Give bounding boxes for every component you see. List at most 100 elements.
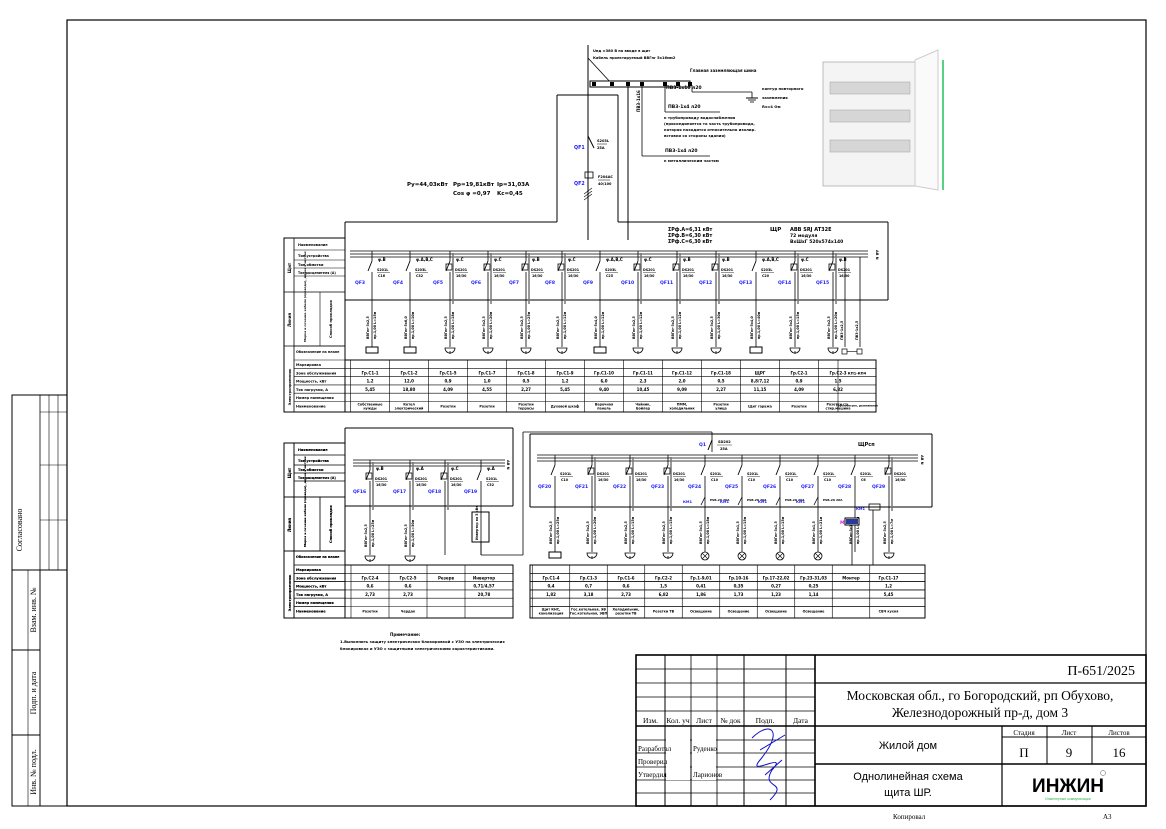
breaker-contact (790, 260, 796, 272)
panel-dims: ВхШхГ 520х574х140 (790, 239, 843, 245)
circuit-qf28[interactable] (850, 455, 856, 552)
circuit-qf5[interactable] (444, 251, 456, 354)
inverter-label: Инвертор на 5 кВт (475, 506, 479, 540)
phase-label: φ.A (487, 466, 496, 471)
registered-icon (1100, 770, 1106, 776)
circuit-qf24[interactable] (700, 455, 710, 561)
current-cell: 9,09 (677, 387, 687, 392)
breaker-id: QF9 (583, 280, 593, 286)
circuit-qf26[interactable] (775, 455, 785, 561)
circuit-qf16[interactable] (364, 460, 376, 562)
zone-cell: Гр.1-9,01 (690, 575, 711, 580)
breaker-id: QF5 (433, 280, 443, 286)
circuit-qf13[interactable] (749, 251, 763, 354)
power-cell: 0,9 (444, 379, 451, 384)
breaker-contact (550, 464, 556, 476)
row-label: Наименование (298, 448, 328, 452)
circuit-qf15[interactable] (827, 251, 839, 354)
cable-mark: ВВГнг-3х2,5 (556, 316, 560, 339)
breaker-id: QF12 (699, 280, 712, 286)
phase-label: φ.B (378, 257, 386, 262)
name-cell-line: Щит КНС, (542, 608, 561, 612)
circuit-qf17[interactable] (404, 460, 416, 562)
circuit-qf27[interactable] (813, 455, 823, 561)
breaker-spec: 16/30 (416, 483, 427, 487)
pe2-label: ПВ3-1х4 л20 (668, 104, 700, 110)
breaker-contact (663, 464, 669, 476)
circuit-qf4[interactable] (403, 251, 417, 354)
circuit-qf29[interactable] (883, 455, 895, 559)
power-cell: 0,6 (622, 584, 629, 589)
name-cell: Духовой шкаф (551, 405, 580, 409)
bus-label: АВ N (920, 455, 924, 465)
circuit-qf7[interactable] (520, 251, 532, 354)
zone-cell: Гр.С1-6 (617, 575, 634, 580)
row-label: Ток расцепителя (А) (298, 476, 336, 480)
current-cell: 4,09 (443, 387, 453, 392)
breaker-contact (476, 469, 482, 481)
breaker-id: QF28 (838, 484, 851, 490)
col-header: № док (720, 716, 741, 725)
breaker-spec: 16/30 (598, 478, 609, 482)
circuit-qf22[interactable] (624, 455, 636, 559)
phase-label: φ.C (494, 257, 502, 262)
power-cell: 0,35 (734, 584, 744, 589)
ground-note: Rз=4 Ом (762, 104, 781, 109)
power-cell: 0,71/4,57 (473, 584, 494, 589)
total-pp: Pp=19,81кВт (453, 182, 495, 188)
circuit-qf21[interactable] (586, 455, 598, 559)
breaker-spec: DS201 (493, 268, 506, 272)
circuit-qf11[interactable] (671, 251, 683, 354)
circuit-qf8[interactable] (556, 251, 568, 354)
role-row-mask (666, 727, 690, 780)
col-header: Подп. (756, 716, 775, 725)
circuit-qf18[interactable] (440, 460, 449, 555)
circuit-qf25[interactable] (737, 455, 747, 561)
contactor-contact (813, 496, 819, 506)
circuit-qf6[interactable] (482, 251, 494, 354)
line (776, 552, 784, 560)
breaker-spec: DS201 (635, 472, 648, 476)
cable-length: пр.1,00 L=40м (757, 311, 761, 339)
breaker-contact (365, 469, 371, 481)
cable-mark: ВВГнг-5х6,0 (404, 316, 408, 339)
sheet-label: Лист (1062, 729, 1077, 737)
notes-line: 1.Выполнить защиту электрических блокиро… (340, 639, 505, 644)
circuit-qf12[interactable] (710, 251, 722, 354)
name-cell-line: Собственные (358, 403, 384, 407)
row-header (283, 442, 346, 619)
socket-icon (586, 552, 598, 559)
row-label: Ток расцепителя (А) (298, 271, 336, 275)
breaker-contact (813, 464, 819, 476)
contactor-contact (700, 496, 706, 506)
row-label-marking: Маркировка (296, 568, 322, 572)
qf2-spec: F204AC (598, 175, 613, 179)
circuit-qf10[interactable] (632, 251, 644, 354)
zone-cell: Гр.С1-11 (633, 370, 653, 375)
row-label-marking: Маркировка (296, 568, 322, 572)
current-cell: 1,86 (696, 592, 706, 597)
ground-note: заземления (762, 95, 788, 100)
title-block (635, 654, 1147, 807)
power-cell: 2,0 (678, 379, 685, 384)
breaker-id: QF14 (778, 280, 791, 286)
zone-cell: Гр.С1-2 (400, 370, 417, 375)
row-label: Тип устройства (298, 459, 330, 463)
name-cell-line: нужды (363, 407, 376, 411)
circuit-qf20[interactable] (548, 455, 562, 559)
breaker-contact (405, 469, 411, 481)
zone-cell: Гр.С1-18 (711, 370, 731, 375)
pipe-note: вставки со стороны здания) (664, 133, 726, 138)
circuit-qf23[interactable] (662, 455, 674, 559)
breaker-spec: DS201 (415, 477, 428, 481)
cable-length: пр.1,00 L=25м (527, 311, 531, 339)
zone-cell: Монтер (842, 575, 860, 580)
current-cell: 2,73 (365, 592, 375, 597)
zone-cell: Гр.С2-4 (361, 575, 378, 580)
power-cell: 0,9 (795, 379, 802, 384)
circuit-qf9[interactable] (593, 251, 607, 354)
circuit-qf3[interactable] (365, 251, 379, 354)
zone-cell: Гр.С1-3 (580, 575, 597, 580)
circuit-qf14[interactable] (789, 251, 801, 354)
